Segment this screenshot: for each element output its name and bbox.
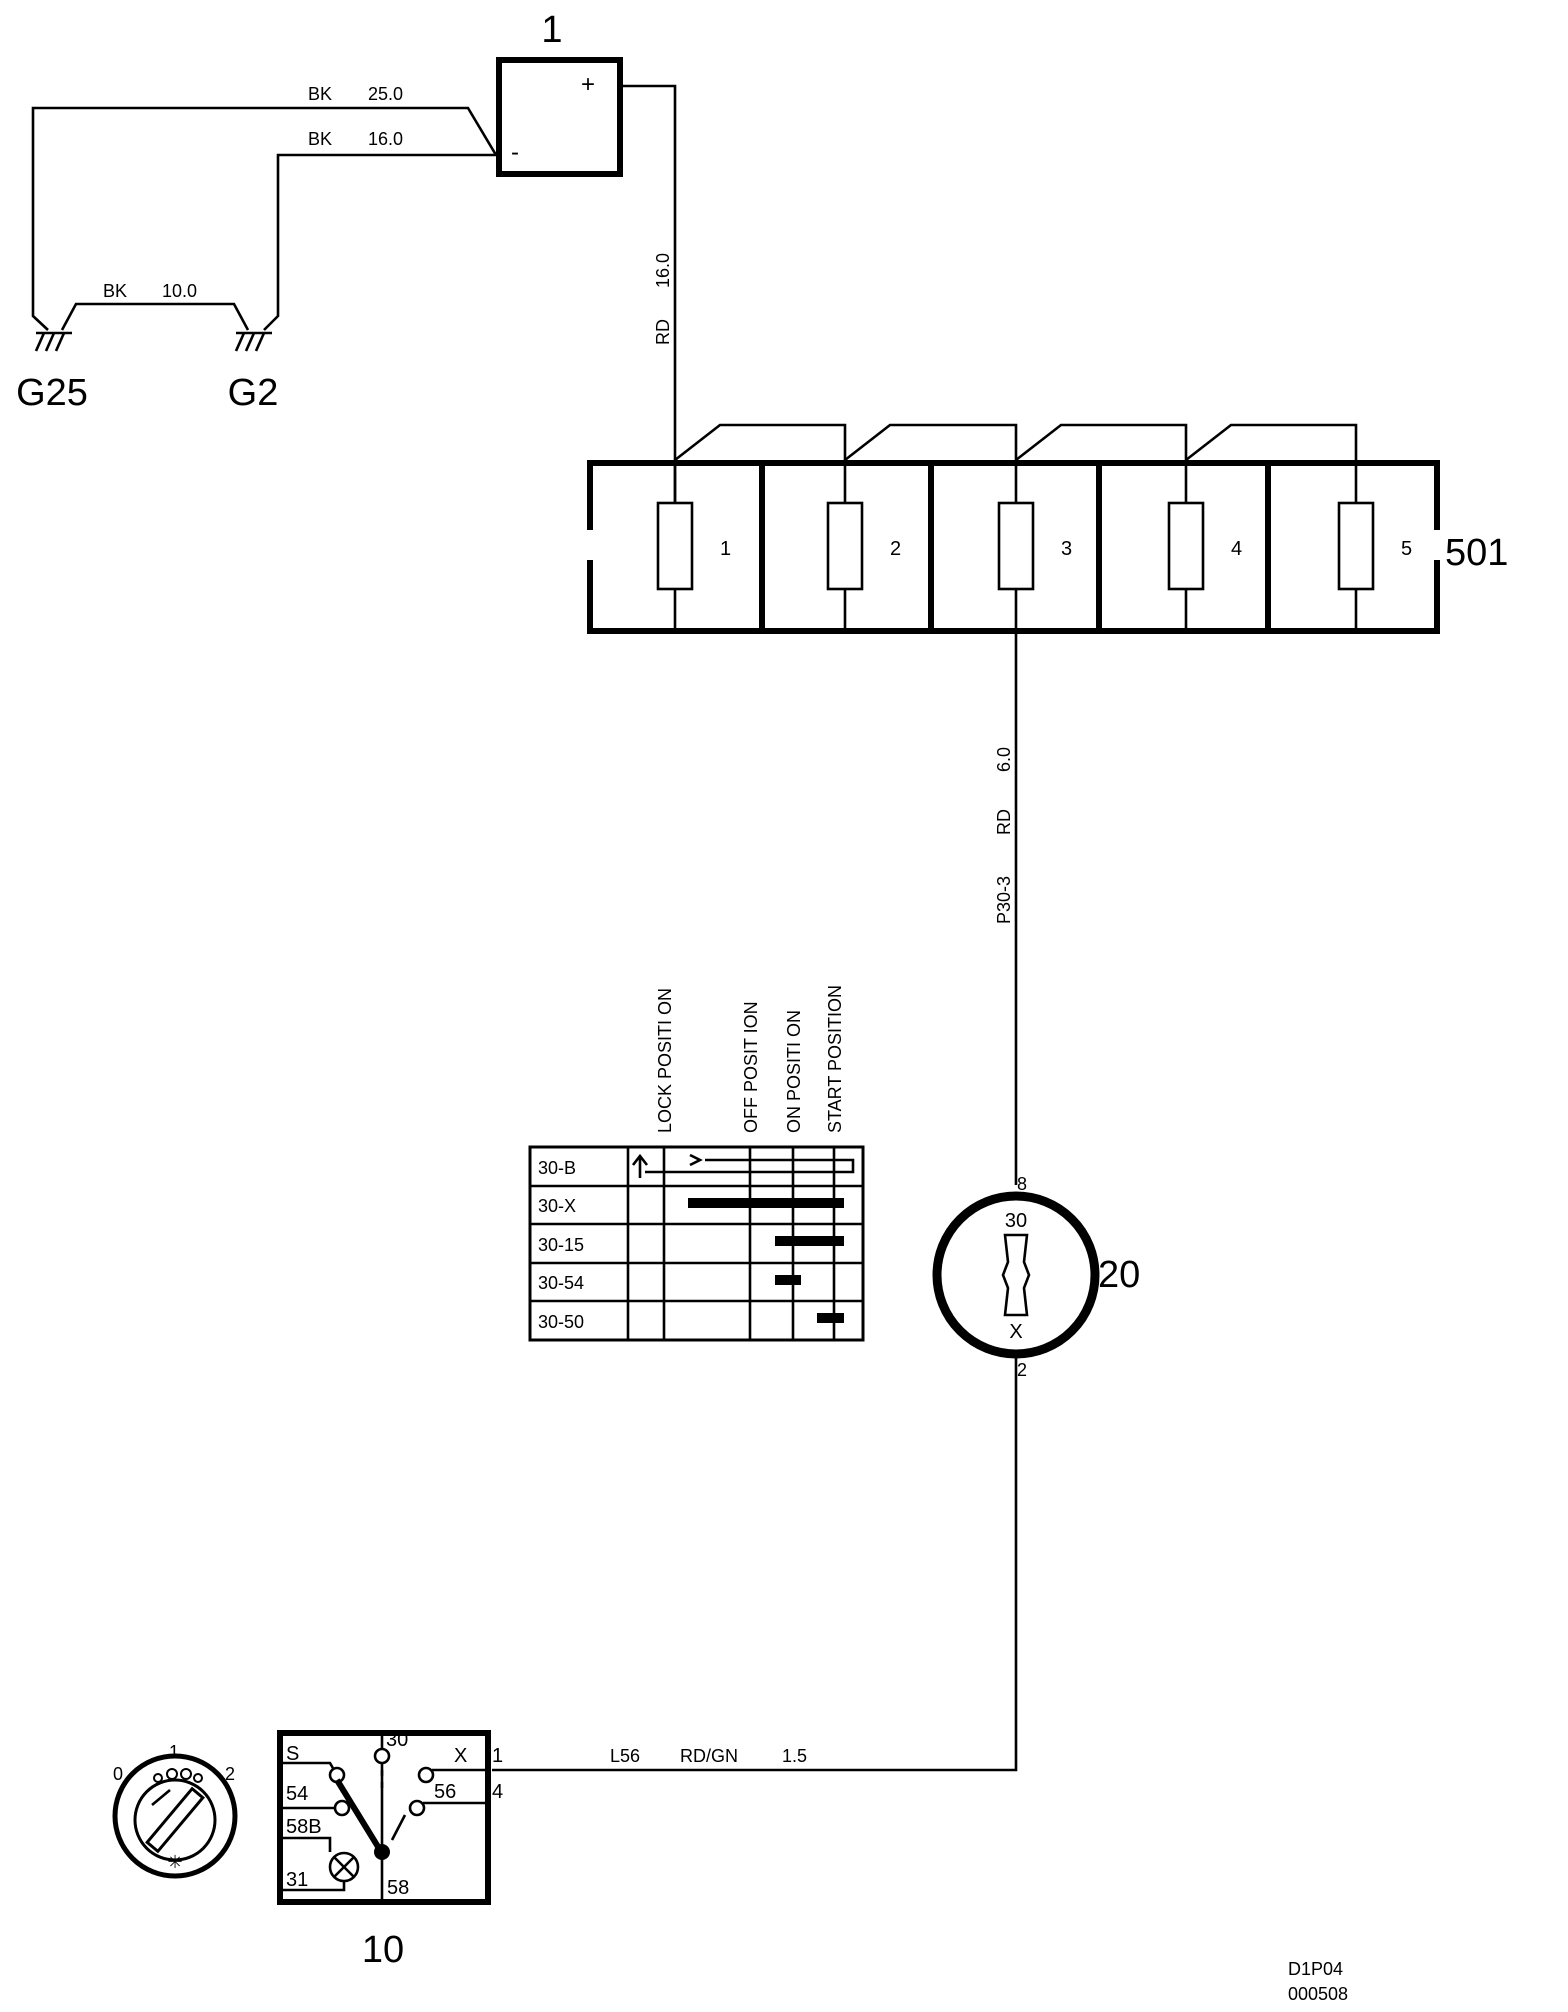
light-term-s: S: [286, 1743, 299, 1765]
table-col-lock: LOCK POSITI ON: [655, 988, 675, 1133]
table-row-30-54: 30-54: [538, 1273, 584, 1293]
table-row-30-b: 30-B: [538, 1158, 576, 1178]
table-col-start: START POSITION: [825, 985, 845, 1133]
wire-bat-fuse-size: 16.0: [653, 253, 673, 288]
light-term-54: 54: [286, 1783, 308, 1805]
battery-box: [496, 57, 623, 177]
ground-g25-label: G25: [16, 372, 88, 414]
light-term-x: X: [454, 1745, 467, 1767]
wire-bat-g2: BK 16.0: [263, 129, 496, 331]
ignition-pin-8: 8: [1017, 1174, 1027, 1194]
footer-code: D1P04: [1288, 1959, 1343, 1979]
wire-bat-fuse-color: RD: [653, 319, 673, 345]
light-term-31: 31: [286, 1869, 308, 1891]
bar-30-50: [817, 1313, 844, 1323]
light-term-30: 30: [386, 1729, 408, 1751]
light-term-58b: 58B: [286, 1816, 322, 1838]
wire-ignition-light-size: 1.5: [782, 1746, 807, 1766]
wire-g25-g2: BK 10.0: [60, 281, 250, 331]
ignition-switch: 30 X 8 2 20: [932, 1174, 1140, 1380]
ignition-term-x: X: [1009, 1321, 1022, 1343]
table-col-off: OFF POSIT ION: [741, 1001, 761, 1133]
bar-30-x: [688, 1198, 844, 1208]
wire-bat-g2-size: 16.0: [368, 129, 403, 149]
light-switch: S 30 X 54 56 58B 31 58 1 4 10: [277, 1729, 503, 1971]
battery: 1 + -: [496, 9, 623, 177]
sun-icon: ✳: [167, 1852, 182, 1872]
fuse-1: 1: [656, 463, 731, 631]
ground-g2: G2: [228, 331, 279, 414]
wire-bat-g25-color: BK: [308, 84, 332, 104]
wire-bat-g2-color: BK: [308, 129, 332, 149]
light-term-58: 58: [387, 1877, 409, 1899]
battery-minus-label: -: [511, 139, 519, 166]
fuse-1-label: 1: [720, 538, 731, 560]
ground-g2-label: G2: [228, 372, 279, 414]
ignition-switch-id: 20: [1098, 1254, 1140, 1296]
wire-bat-g25-size: 25.0: [368, 84, 403, 104]
table-col-on: ON POSITI ON: [784, 1010, 804, 1133]
wire-ignition-light-color: RD/GN: [680, 1746, 738, 1766]
fuse-5: 5: [1337, 463, 1412, 631]
fuse-4: 4: [1167, 463, 1242, 631]
table-row-30-x: 30-X: [538, 1196, 576, 1216]
bar-30-15: [775, 1236, 844, 1246]
light-pin-1: 1: [492, 1745, 503, 1767]
fuse-2-label: 2: [890, 538, 901, 560]
wire-g25-g2-color: BK: [103, 281, 127, 301]
knob-pos-2: 2: [225, 1764, 235, 1784]
footer-date: 000508: [1288, 1984, 1348, 2004]
wire-g25-g2-size: 10.0: [162, 281, 197, 301]
wire-fuse3-ignition: P30-3 RD 6.0: [994, 631, 1018, 1185]
fuse-4-label: 4: [1231, 538, 1242, 560]
table-row-30-15: 30-15: [538, 1235, 584, 1255]
table-row-30-50: 30-50: [538, 1312, 584, 1332]
light-switch-id: 10: [362, 1929, 404, 1971]
lock-arrow-icon: [631, 1153, 649, 1178]
bar-30-54: [775, 1275, 801, 1285]
fuse-2: 2: [826, 463, 901, 631]
battery-plus-label: +: [581, 71, 595, 98]
wire-ignition-light-id: L56: [610, 1746, 640, 1766]
light-knob-icon: ✳ 0 1 2: [112, 1742, 238, 1879]
wire-fuse3-ignition-id: P30-3: [994, 876, 1014, 924]
wire-ignition-light: L56 RD/GN 1.5: [492, 1358, 1018, 1772]
knob-pos-0: 0: [113, 1764, 123, 1784]
fuse-3-label: 3: [1061, 538, 1072, 560]
light-pin-4: 4: [492, 1781, 503, 1803]
battery-id: 1: [541, 9, 562, 51]
wire-fuse3-ignition-size: 6.0: [994, 747, 1014, 772]
ignition-term-30: 30: [1005, 1210, 1027, 1232]
ground-g25: G25: [16, 331, 88, 414]
wire-fuse3-ignition-color: RD: [994, 809, 1014, 835]
switch-position-table: 30-B 30-X 30-15 30-54 30-50 LOCK POSITI …: [528, 985, 865, 1342]
fuse-5-label: 5: [1401, 538, 1412, 560]
ignition-pin-2: 2: [1017, 1360, 1027, 1380]
fuse-box: 501: [585, 423, 1508, 634]
light-term-56: 56: [434, 1781, 456, 1803]
wire-bat-g25: BK 25.0: [31, 84, 498, 331]
knob-pos-1: 1: [169, 1742, 179, 1762]
wire-bat-fuse: RD 16.0: [620, 84, 677, 515]
fuse-box-id: 501: [1445, 532, 1508, 574]
fuse-3: 3: [997, 463, 1072, 631]
key-slot-icon: [1001, 1233, 1031, 1317]
